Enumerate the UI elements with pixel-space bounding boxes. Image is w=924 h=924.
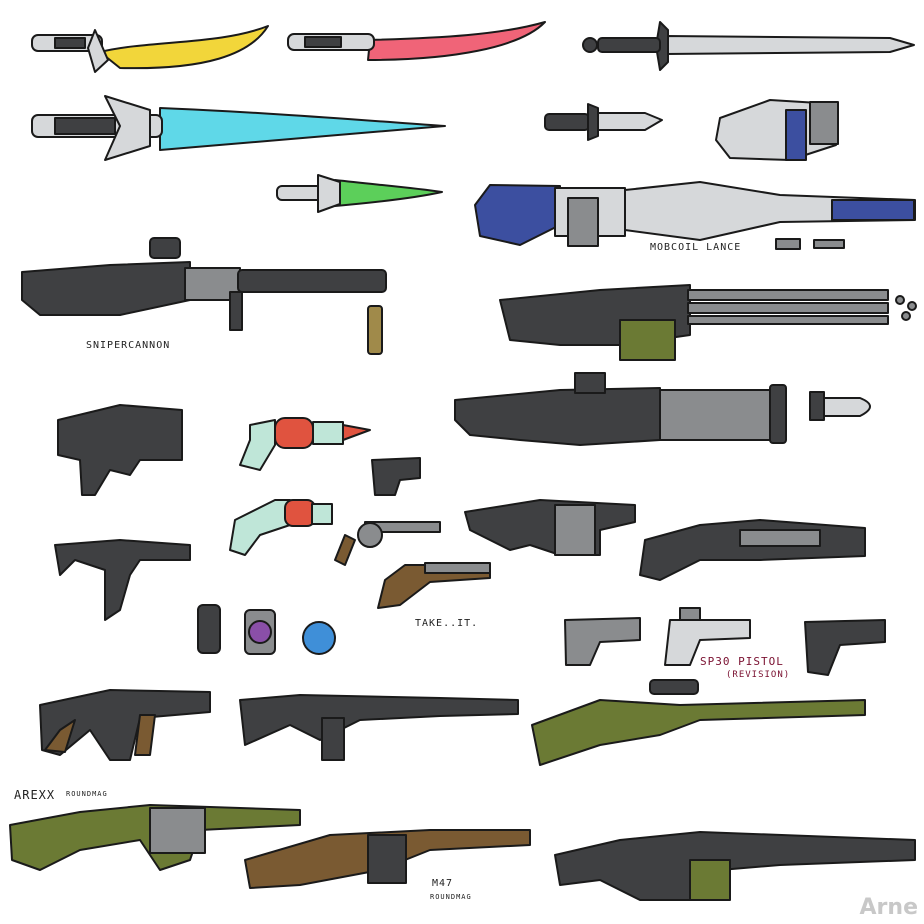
label-arexx: AREXX [14,788,56,802]
green-dagger [276,174,443,213]
minigun [499,284,917,361]
compact-smg [57,404,183,496]
sp30-pistol [664,607,751,666]
pink-curved-sword [287,21,546,61]
grenade-purple [244,609,276,655]
raygun-red [239,417,371,471]
recoil-lance [474,181,916,250]
combat-knife [544,103,663,141]
label-arexx-sub: ROUNDMAG [66,790,108,798]
blue-gun-module [715,99,839,161]
rocket-launcher [454,372,871,446]
label-m47: M47 [432,878,454,889]
machine-pistol [54,539,191,621]
mint-raygun [229,499,333,556]
m47-rifle [244,829,531,889]
grenade-blue [302,621,336,655]
label-m47-sub: ROUNDMAG [430,893,472,901]
label-snipercannon: SNIPERCANNON [86,340,171,351]
pistol-gray [564,617,641,666]
shotgun-pump [639,519,866,581]
scoped-hunting-rifle [531,679,866,766]
small-pistol-dark [371,457,421,496]
pistol-dark [804,619,886,676]
grenade-launcher [464,499,636,556]
assault-rifle-m16 [239,694,519,761]
long-sword [582,21,915,71]
label-recoil-lance: MOBCOIL LANCE [650,242,742,253]
label-sp30-revision: (REVISION) [726,670,791,680]
label-take-it: TAKE..IT. [415,618,479,629]
yellow-curved-sword [31,25,269,73]
cyan-great-sword [31,95,446,161]
artist-signature: Arne [859,895,918,920]
arexx-rifle [9,804,301,871]
label-sp30-pistol: SP30 PISTOL [700,655,784,668]
revolver-wood [334,521,441,566]
grenade-frag [197,604,221,654]
snipercannon [21,237,387,355]
carbine-wood-grip [39,689,211,761]
flintlock-pistol [377,562,491,609]
heavy-machine-gun [554,831,916,901]
